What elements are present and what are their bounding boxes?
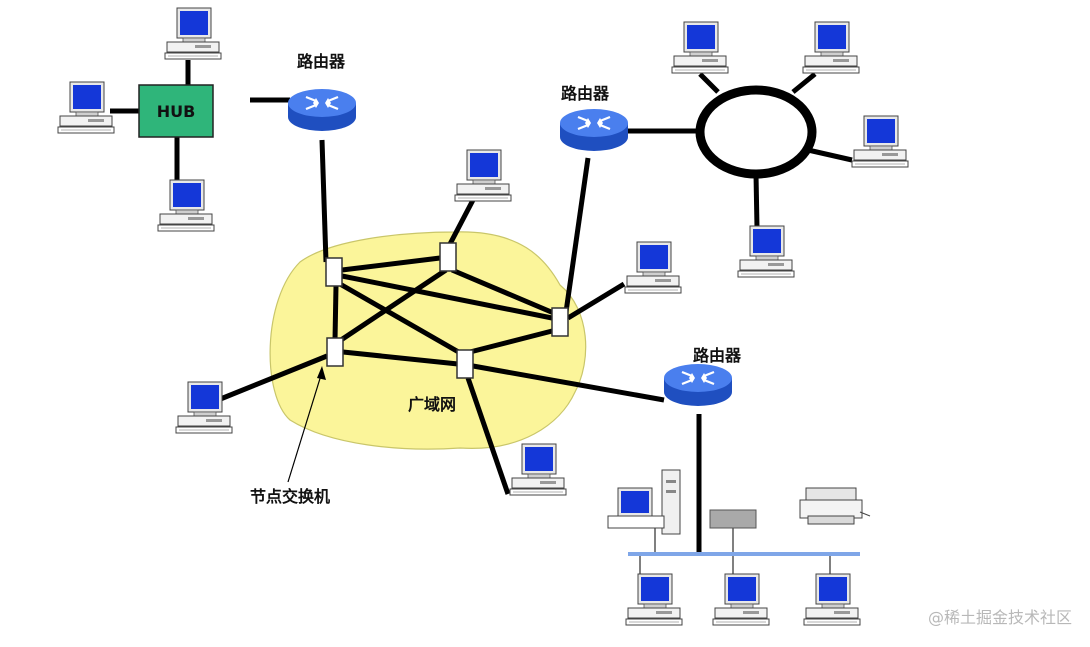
node-switch-5 <box>456 349 474 379</box>
computer-icon <box>671 21 729 74</box>
node-switch-3 <box>551 307 569 337</box>
wan-link <box>465 377 511 495</box>
computer-icon <box>509 443 567 496</box>
wan-link <box>342 349 459 367</box>
router-wan-link <box>563 157 591 313</box>
router-icon <box>558 107 630 153</box>
wan-label: 广域网 <box>408 395 456 414</box>
wan-link <box>338 281 464 357</box>
computer-icon <box>57 81 115 134</box>
ring-network <box>695 85 817 179</box>
lan-device <box>709 509 757 529</box>
wan-link <box>332 285 339 341</box>
computer-icon <box>625 573 683 626</box>
server-icon <box>607 469 681 535</box>
wan-link <box>217 353 328 403</box>
computer-icon <box>164 7 222 60</box>
wan-link <box>341 273 553 321</box>
node-switch-pointer <box>287 366 326 483</box>
ring-link <box>753 173 760 229</box>
ring-link <box>807 147 853 163</box>
router-icon <box>286 87 358 133</box>
computer-icon <box>737 225 795 278</box>
hub-label: HUB <box>157 102 196 121</box>
router-wan-link <box>319 139 329 263</box>
router-label: 路由器 <box>297 52 346 71</box>
node-switch-4 <box>326 337 344 367</box>
computer-icon <box>454 149 512 202</box>
node-switches <box>325 242 569 379</box>
computer-icon <box>157 179 215 232</box>
wan-link <box>341 255 441 273</box>
watermark: @稀土掘金技术社区 <box>928 608 1072 627</box>
printer-icon <box>799 487 871 525</box>
computer-icon <box>802 21 860 74</box>
wan-cloud <box>269 231 587 450</box>
links-layer <box>110 60 853 582</box>
wan-link <box>336 267 448 345</box>
ring-link <box>791 72 817 94</box>
router-icon <box>662 362 734 408</box>
hub: HUB <box>138 84 214 138</box>
wan-link <box>447 198 476 246</box>
computer-icon <box>803 573 861 626</box>
node-switch-label: 节点交换机 <box>250 487 330 506</box>
wan-router-link <box>472 363 665 403</box>
computer-icon <box>851 115 909 168</box>
router-label: 路由器 <box>693 346 742 365</box>
wan-link <box>566 281 626 321</box>
wan-link <box>451 267 557 317</box>
router-label: 路由器 <box>561 84 610 103</box>
computer-icon <box>712 573 770 626</box>
computer-icon <box>175 381 233 434</box>
computer-icon <box>624 241 682 294</box>
ring-link <box>698 72 720 94</box>
wan-link <box>469 327 557 355</box>
node-switch-1 <box>325 257 343 287</box>
node-switch-2 <box>439 242 457 272</box>
